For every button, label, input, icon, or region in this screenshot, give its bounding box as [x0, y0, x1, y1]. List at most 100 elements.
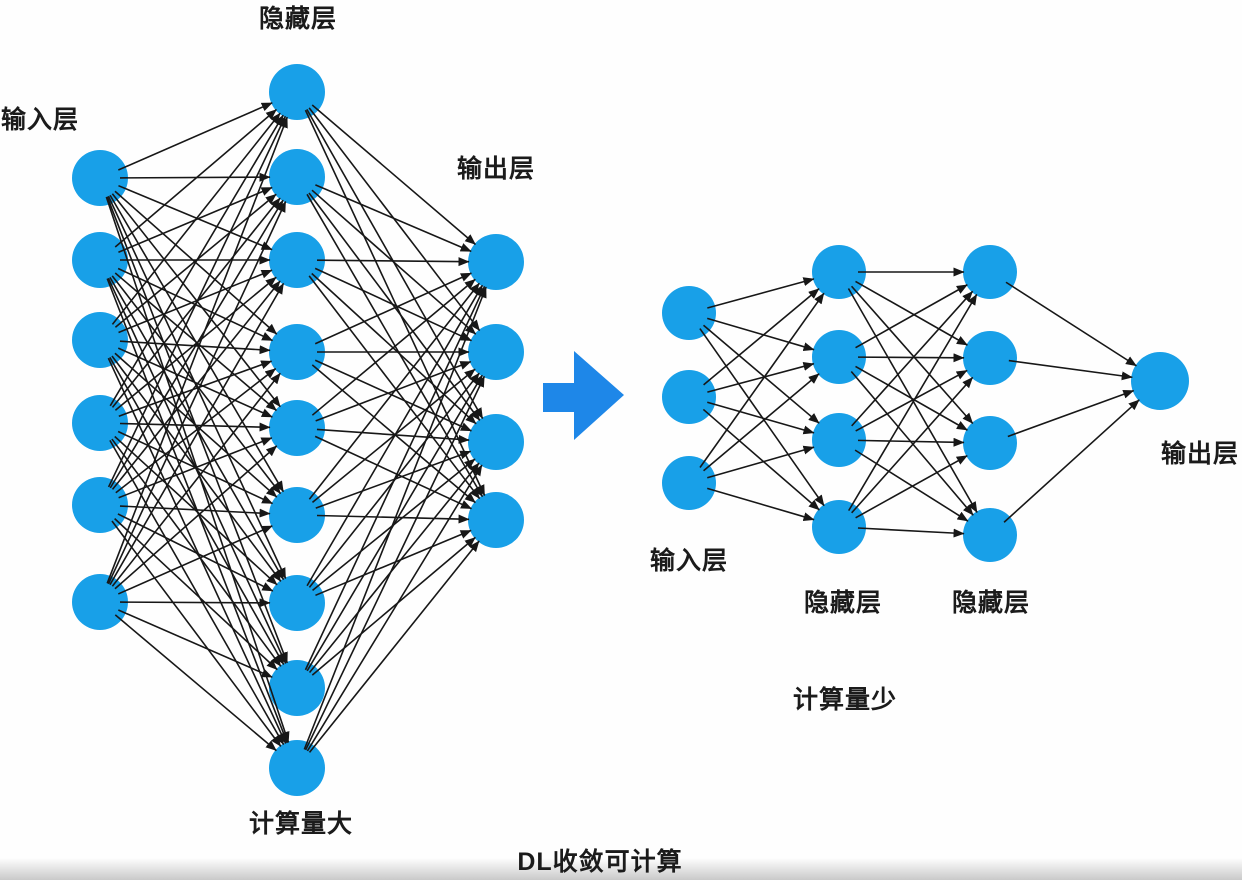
- small-network-edge: [1003, 399, 1140, 523]
- small-network-hidden1-node: [812, 330, 866, 384]
- large-network-edge: [114, 445, 278, 590]
- small-network-edge: [702, 408, 820, 511]
- small-network-edge: [703, 373, 820, 472]
- large-network-edge: [316, 514, 470, 524]
- large-network-edge: [114, 108, 277, 248]
- large-network-edge: [115, 367, 277, 494]
- large-network-edge: [311, 104, 476, 246]
- large-network-edge: [311, 278, 476, 416]
- large-network-edge: [111, 520, 282, 747]
- small-network-hidden1-node: [812, 413, 866, 467]
- left-output-layer-label: 输出层: [456, 155, 536, 183]
- large-network-edge: [111, 112, 281, 325]
- small-network-hidden2-node: [963, 331, 1017, 385]
- large-network-input-node: [72, 395, 128, 451]
- large-network-hidden-node: [269, 740, 325, 796]
- large-network-edge: [117, 513, 274, 592]
- large-network-edge: [119, 505, 271, 518]
- large-network-edge: [308, 540, 480, 753]
- small-network-edge: [855, 280, 968, 346]
- large-network-edge: [109, 199, 284, 489]
- small-network-hidden1-node: [812, 500, 866, 554]
- small-network-input-node: [662, 370, 716, 424]
- large-network-edge: [316, 428, 470, 444]
- large-network-hidden-node: [269, 149, 325, 205]
- small-network-edge: [855, 454, 968, 519]
- right-hidden2-layer-label: 隐藏层: [951, 589, 1031, 617]
- small-network-edge: [857, 353, 965, 363]
- large-network-edge: [109, 114, 284, 407]
- small-network-edge: [850, 370, 974, 516]
- small-network-edge: [855, 369, 968, 432]
- large-network-output-node: [468, 234, 524, 290]
- small-network-edge: [1008, 359, 1133, 381]
- large-network-edge: [118, 269, 273, 334]
- large-network-edge: [304, 375, 486, 751]
- large-network-edge: [314, 272, 472, 345]
- small-network-edge: [1005, 281, 1137, 367]
- large-network-edge: [316, 257, 470, 267]
- small-network-edge: [851, 376, 974, 514]
- transform-arrow-icon: [543, 351, 624, 440]
- large-network-edge: [118, 360, 273, 417]
- small-network-hidden2-node: [963, 508, 1017, 562]
- large-network-edge: [111, 372, 281, 587]
- large-network-edge: [117, 525, 273, 595]
- right-compute-cost-label: 计算量少: [792, 686, 898, 714]
- small-network-edge: [851, 290, 974, 427]
- left-compute-cost-label: 计算量大: [248, 810, 354, 838]
- large-network-edge: [117, 347, 273, 418]
- large-network-edge: [311, 189, 477, 335]
- large-network-edge: [119, 422, 271, 432]
- large-network-edge: [109, 276, 285, 581]
- large-network-edge: [315, 529, 472, 597]
- large-network-input-node: [72, 477, 128, 533]
- large-network-edge: [118, 102, 273, 171]
- large-network-hidden-node: [269, 660, 325, 716]
- right-output-layer-label: 输出层: [1160, 440, 1240, 468]
- large-network-edge: [114, 276, 277, 411]
- large-network-edge: [303, 286, 487, 750]
- nodes-layer: [72, 64, 1189, 796]
- small-network-edge: [707, 401, 815, 435]
- large-network-edge: [308, 462, 480, 673]
- large-network-hidden-node: [269, 487, 325, 543]
- large-network-hidden-node: [269, 575, 325, 631]
- large-network-output-node: [468, 414, 524, 470]
- large-network-edge: [119, 172, 271, 182]
- large-network-edge: [314, 359, 472, 432]
- small-network-edge: [847, 293, 978, 512]
- large-network-edge: [107, 201, 287, 585]
- large-network-edge: [111, 280, 281, 490]
- large-network-edge: [119, 598, 271, 608]
- large-network-edge: [308, 275, 481, 500]
- large-network-hidden-node: [269, 324, 325, 380]
- large-network-input-node: [72, 150, 128, 206]
- large-network-edge: [311, 536, 476, 676]
- large-network-output-node: [468, 492, 524, 548]
- small-network-input-node: [662, 286, 716, 340]
- large-network-hidden-node: [269, 232, 325, 288]
- large-network-edge: [308, 192, 481, 421]
- large-network-edge: [306, 284, 484, 587]
- edges-layer: [105, 102, 1140, 753]
- left-hidden-layer-label: 隐藏层: [258, 5, 338, 33]
- large-network-edge: [118, 437, 273, 499]
- large-network-edge: [311, 272, 477, 425]
- large-network-input-node: [72, 232, 128, 288]
- small-network-edge: [699, 292, 825, 468]
- large-network-output-node: [468, 324, 524, 380]
- small-network-edge: [702, 324, 820, 424]
- small-network-edge: [707, 487, 815, 522]
- small-network-edge: [855, 284, 968, 349]
- large-network-hidden-node: [269, 64, 325, 120]
- small-network-edge: [707, 445, 815, 479]
- large-network-edge: [311, 364, 476, 504]
- small-network-edge: [854, 449, 969, 522]
- large-network-edge: [304, 109, 486, 496]
- large-network-edge: [109, 439, 285, 745]
- large-network-input-node: [72, 312, 128, 368]
- small-network-edge: [703, 288, 820, 386]
- small-network-edge: [857, 527, 965, 538]
